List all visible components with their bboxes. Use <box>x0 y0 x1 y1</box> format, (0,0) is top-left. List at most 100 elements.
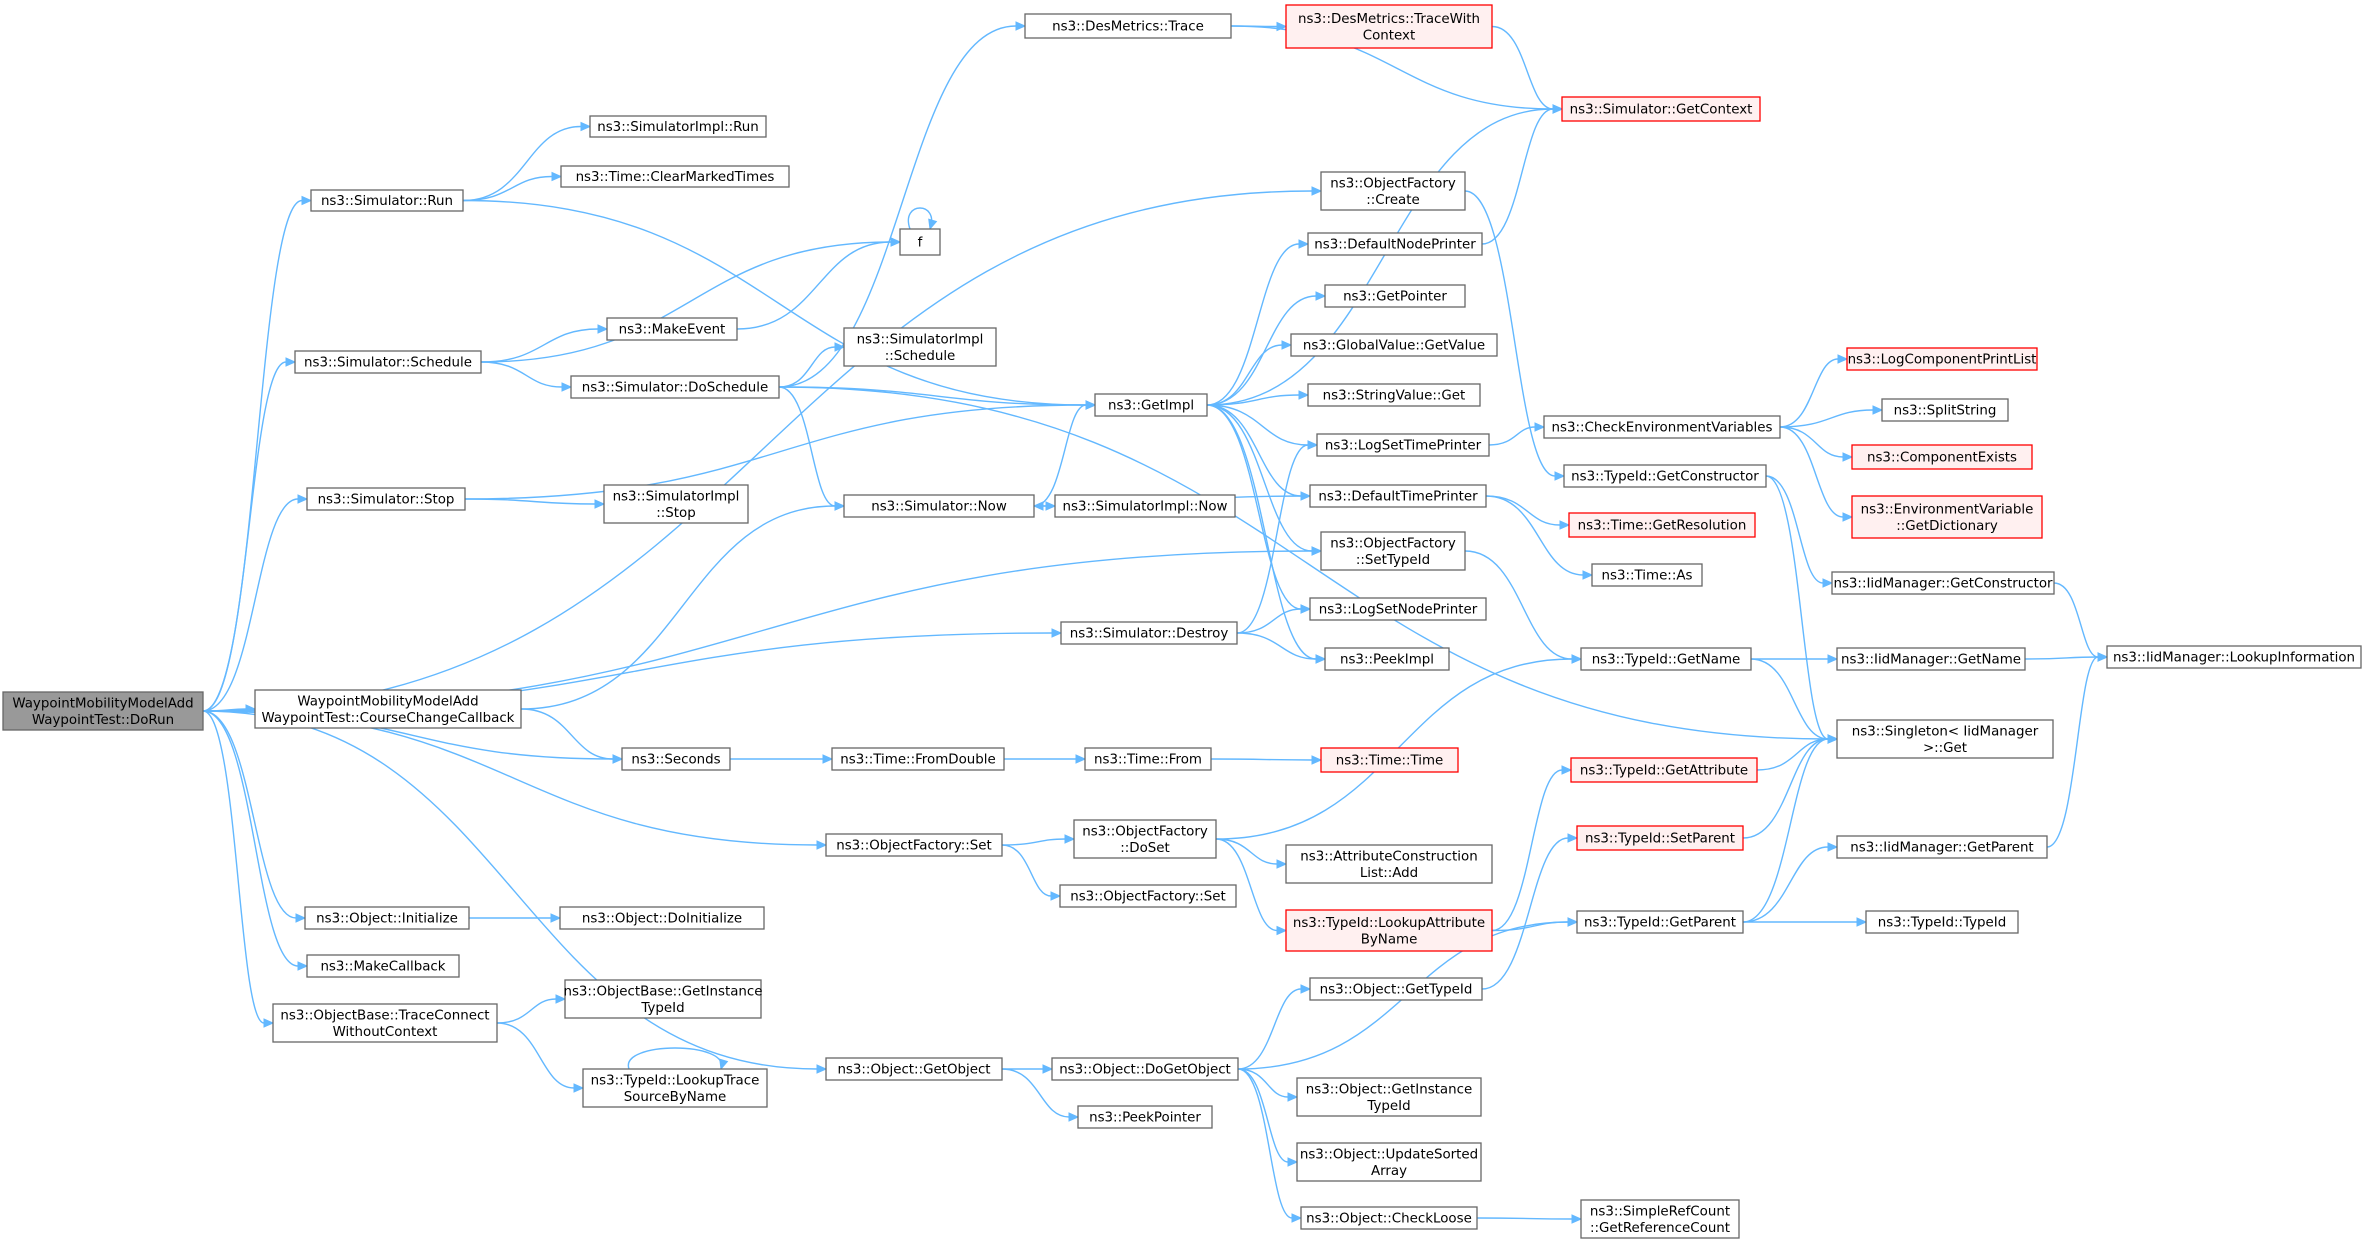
node-box[interactable] <box>1580 647 1752 671</box>
node-of_create[interactable]: ns3::ObjectFactory::Create <box>1320 171 1466 211</box>
node-obj_checkloose[interactable]: ns3::Object::CheckLoose <box>1300 1206 1478 1230</box>
node-time_time[interactable]: ns3::Time::Time <box>1320 747 1459 773</box>
node-box[interactable] <box>1320 531 1466 571</box>
node-obj_getobject[interactable]: ns3::Object::GetObject <box>825 1057 1003 1081</box>
node-clear_marked[interactable]: ns3::Time::ClearMarkedTimes <box>560 165 790 188</box>
node-typeid_setparent[interactable]: ns3::TypeId::SetParent <box>1576 825 1744 851</box>
node-box[interactable] <box>1570 757 1758 783</box>
node-seconds[interactable]: ns3::Seconds <box>621 747 731 771</box>
node-peekimpl[interactable]: ns3::PeekImpl <box>1324 647 1450 671</box>
node-sim_now[interactable]: ns3::Simulator::Now <box>843 494 1035 518</box>
node-box[interactable] <box>1285 909 1493 952</box>
node-typeid_typeid[interactable]: ns3::TypeId::TypeId <box>1865 910 2019 934</box>
node-box[interactable] <box>294 350 482 374</box>
node-sim_stop[interactable]: ns3::Simulator::Stop <box>306 487 466 511</box>
node-box[interactable] <box>1051 1057 1239 1081</box>
node-root[interactable]: WaypointMobilityModelAddWaypointTest::Do… <box>2 691 204 731</box>
node-box[interactable] <box>621 747 731 771</box>
node-box[interactable] <box>1073 819 1217 859</box>
node-makecallback[interactable]: ns3::MakeCallback <box>306 954 460 978</box>
node-box[interactable] <box>1285 4 1493 49</box>
node-box[interactable] <box>1307 383 1481 407</box>
node-box[interactable] <box>2 691 204 731</box>
node-box[interactable] <box>1300 1206 1478 1230</box>
node-box[interactable] <box>1307 232 1483 256</box>
node-env_getdict[interactable]: ns3::EnvironmentVariable::GetDictionary <box>1851 495 2043 539</box>
node-box[interactable] <box>1846 347 2038 371</box>
node-course_change[interactable]: WaypointMobilityModelAddWaypointTest::Co… <box>254 689 522 729</box>
node-typeid_getattr[interactable]: ns3::TypeId::GetAttribute <box>1570 757 1758 783</box>
node-box[interactable] <box>1320 171 1466 211</box>
node-box[interactable] <box>1296 1142 1482 1182</box>
node-box[interactable] <box>306 487 466 511</box>
node-simimpl_run[interactable]: ns3::SimulatorImpl::Run <box>589 115 767 138</box>
node-box[interactable] <box>1309 484 1487 508</box>
node-time_as[interactable]: ns3::Time::As <box>1591 563 1703 587</box>
node-box[interactable] <box>1084 747 1212 771</box>
node-box[interactable] <box>1563 464 1767 488</box>
node-time_from[interactable]: ns3::Time::From <box>1084 747 1212 771</box>
node-box[interactable] <box>306 954 460 978</box>
node-box[interactable] <box>1290 333 1498 357</box>
node-box[interactable] <box>1865 910 2019 934</box>
node-simimpl_schedule[interactable]: ns3::SimulatorImpl::Schedule <box>843 327 997 367</box>
node-box[interactable] <box>2106 645 2362 669</box>
node-default_time_printer[interactable]: ns3::DefaultTimePrinter <box>1309 484 1487 508</box>
node-getpointer[interactable]: ns3::GetPointer <box>1324 284 1466 308</box>
node-box[interactable] <box>1591 563 1703 587</box>
node-simimpl_now[interactable]: ns3::SimulatorImpl::Now <box>1054 494 1236 518</box>
node-box[interactable] <box>1094 393 1208 417</box>
node-box[interactable] <box>1309 597 1487 621</box>
node-box[interactable] <box>582 1068 768 1108</box>
node-box[interactable] <box>1851 495 2043 539</box>
node-iid_getparent[interactable]: ns3::IidManager::GetParent <box>1836 835 2048 859</box>
node-box[interactable] <box>1324 647 1450 671</box>
node-box[interactable] <box>1851 444 2033 470</box>
node-sim_destroy[interactable]: ns3::Simulator::Destroy <box>1060 621 1238 645</box>
node-box[interactable] <box>1296 1077 1482 1117</box>
node-box[interactable] <box>1836 719 2054 759</box>
node-obj_dogetobject[interactable]: ns3::Object::DoGetObject <box>1051 1057 1239 1081</box>
node-box[interactable] <box>1576 825 1744 851</box>
node-log_set_time[interactable]: ns3::LogSetTimePrinter <box>1316 433 1490 457</box>
node-box[interactable] <box>272 1003 498 1043</box>
node-time_fromdouble[interactable]: ns3::Time::FromDouble <box>831 747 1005 771</box>
node-default_node_printer[interactable]: ns3::DefaultNodePrinter <box>1307 232 1483 256</box>
node-splitstring[interactable]: ns3::SplitString <box>1881 398 2009 422</box>
node-box[interactable] <box>1285 844 1493 884</box>
node-box[interactable] <box>560 165 790 188</box>
node-box[interactable] <box>1060 621 1238 645</box>
node-box[interactable] <box>1054 494 1236 518</box>
node-sv_get[interactable]: ns3::StringValue::Get <box>1307 383 1481 407</box>
node-box[interactable] <box>1077 1105 1213 1129</box>
node-box[interactable] <box>1059 884 1237 908</box>
node-box[interactable] <box>825 833 1003 857</box>
node-make_event[interactable]: ns3::MakeEvent <box>606 317 738 341</box>
node-box[interactable] <box>831 747 1005 771</box>
node-box[interactable] <box>1576 910 1744 934</box>
node-box[interactable] <box>254 689 522 729</box>
node-typeid_getname[interactable]: ns3::TypeId::GetName <box>1580 647 1752 671</box>
node-gv_getvalue[interactable]: ns3::GlobalValue::GetValue <box>1290 333 1498 357</box>
node-iid_lookupinfo[interactable]: ns3::IidManager::LookupInformation <box>2106 645 2362 669</box>
node-box[interactable] <box>304 906 470 930</box>
node-box[interactable] <box>606 317 738 341</box>
node-iid_getname[interactable]: ns3::IidManager::GetName <box>1836 647 2026 671</box>
node-log_comp_print[interactable]: ns3::LogComponentPrintList <box>1846 347 2038 371</box>
node-simimpl_stop[interactable]: ns3::SimulatorImpl::Stop <box>603 484 749 524</box>
node-obj_doinit[interactable]: ns3::Object::DoInitialize <box>559 906 765 930</box>
node-time_getres[interactable]: ns3::Time::GetResolution <box>1568 512 1756 538</box>
node-log_set_node[interactable]: ns3::LogSetNodePrinter <box>1309 597 1487 621</box>
node-iid_getctor[interactable]: ns3::IidManager::GetConstructor <box>1831 571 2055 595</box>
node-box[interactable] <box>603 484 749 524</box>
node-f[interactable]: f <box>899 228 941 256</box>
node-box[interactable] <box>825 1057 1003 1081</box>
node-box[interactable] <box>1024 13 1232 39</box>
node-sim_getcontext[interactable]: ns3::Simulator::GetContext <box>1561 96 1761 122</box>
node-obj_gettypeid[interactable]: ns3::Object::GetTypeId <box>1309 977 1483 1001</box>
node-obj_initialize[interactable]: ns3::Object::Initialize <box>304 906 470 930</box>
